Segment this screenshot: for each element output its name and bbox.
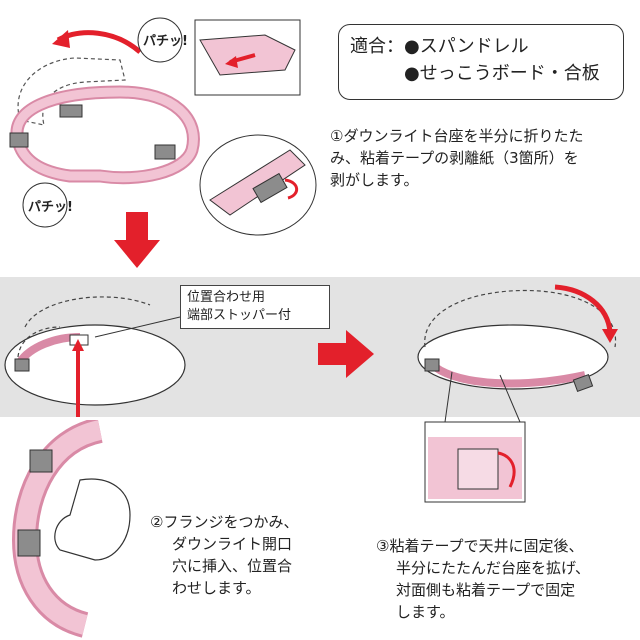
step1-line2: み、粘着テープの剥離紙（3箇所）を — [330, 149, 579, 167]
tape-tab-2 — [59, 104, 83, 118]
step3-line4: します。 — [396, 603, 455, 621]
step3-ceiling-illustration — [417, 284, 618, 503]
rotate-arrow — [56, 30, 142, 54]
down-arrow-icon — [114, 212, 160, 268]
tape-tab-held-1 — [29, 449, 53, 473]
step3-line3: 対面側も粘着テープで固定 — [396, 581, 576, 599]
step2-line4: わせします。 — [172, 579, 261, 597]
snap-bubble-top — [137, 17, 183, 63]
step3-line1: ③粘着テープで天井に固定後、 — [376, 537, 584, 555]
step1-line1: ①ダウンライト台座を半分に折りたた — [330, 127, 584, 145]
right-arrow-icon — [318, 330, 374, 378]
tape-tab-held-2 — [17, 529, 41, 557]
step2-line2: ダウンライト開口 — [172, 535, 293, 553]
ceiling-opening-2 — [417, 324, 609, 390]
step2-line1: ②フランジをつかみ、 — [150, 513, 299, 531]
step3-line2: 半分にたたんだ台座を拡げ、 — [396, 559, 590, 577]
compat-box — [338, 24, 624, 100]
stopper-callout: 位置合わせ用 端部ストッパー付 — [180, 285, 330, 329]
snap-bubble-bottom — [22, 182, 68, 228]
snap-label-bottom: パチッ! — [28, 200, 73, 215]
tape-tab-3 — [154, 144, 176, 160]
compat-item-spandrel: ●スパンドレル — [404, 36, 529, 57]
step2-hand-illustration — [11, 420, 131, 638]
callout-line2: 端部ストッパー付 — [187, 308, 292, 323]
peel-arrow — [284, 178, 299, 200]
snap-label-top: パチッ! — [143, 34, 188, 49]
rotate-arrow-head — [52, 30, 70, 48]
tape-tab-1 — [9, 132, 29, 148]
folded-ghost-outline — [17, 57, 126, 126]
step2-ceiling-illustration — [4, 296, 186, 417]
flange-pink-2 — [432, 363, 586, 388]
tape-peel-detail — [252, 172, 288, 204]
detail-arrow — [497, 451, 516, 488]
callout-line1: 位置合わせ用 — [187, 290, 266, 305]
compat-item-board: ●せっこうボード・合板 — [404, 63, 600, 84]
unfold-arrow — [554, 284, 613, 333]
step1-illustration — [9, 17, 317, 236]
step2-line3: 穴に挿入、位置合 — [172, 557, 293, 575]
step1-line3: 剥がします。 — [330, 171, 419, 189]
compat-label: 適合： — [350, 36, 404, 57]
hand-icon — [54, 478, 131, 561]
